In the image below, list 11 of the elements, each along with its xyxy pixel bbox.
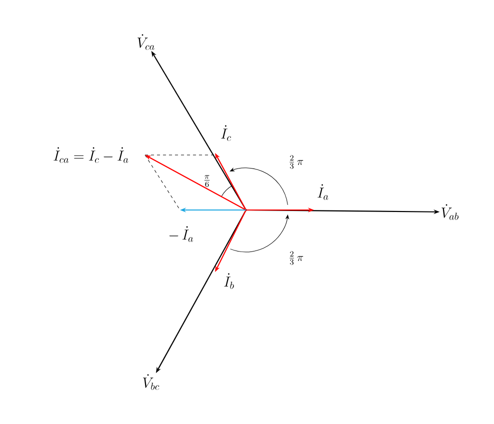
phasor-label: $\dot{V}_{bc}$ [143,374,160,390]
angle-label: $\frac{\pi}{6}$ [204,175,210,187]
phasor-label: $\dot{I}_{c}$ [221,125,231,141]
phasor-label: $\dot{I}_{b}$ [224,273,234,289]
phasor-label: $\dot{I}_{a}$ [318,184,328,200]
angle-label: $\frac{2}{3}\,\pi$ [290,155,304,169]
phasor-label: $-\,\dot{I}_{a}$ [169,226,193,242]
phasor-label: $\dot{V}_{ca}$ [138,34,154,50]
phasor-label: $\dot{I}_{ca}=\dot{I}_{c}-\dot{I}_{a}$ [54,147,128,163]
phasor-label: $\dot{V}_{ab}$ [442,204,459,220]
angle-label: $\frac{2}{3}\,\pi$ [290,251,304,265]
